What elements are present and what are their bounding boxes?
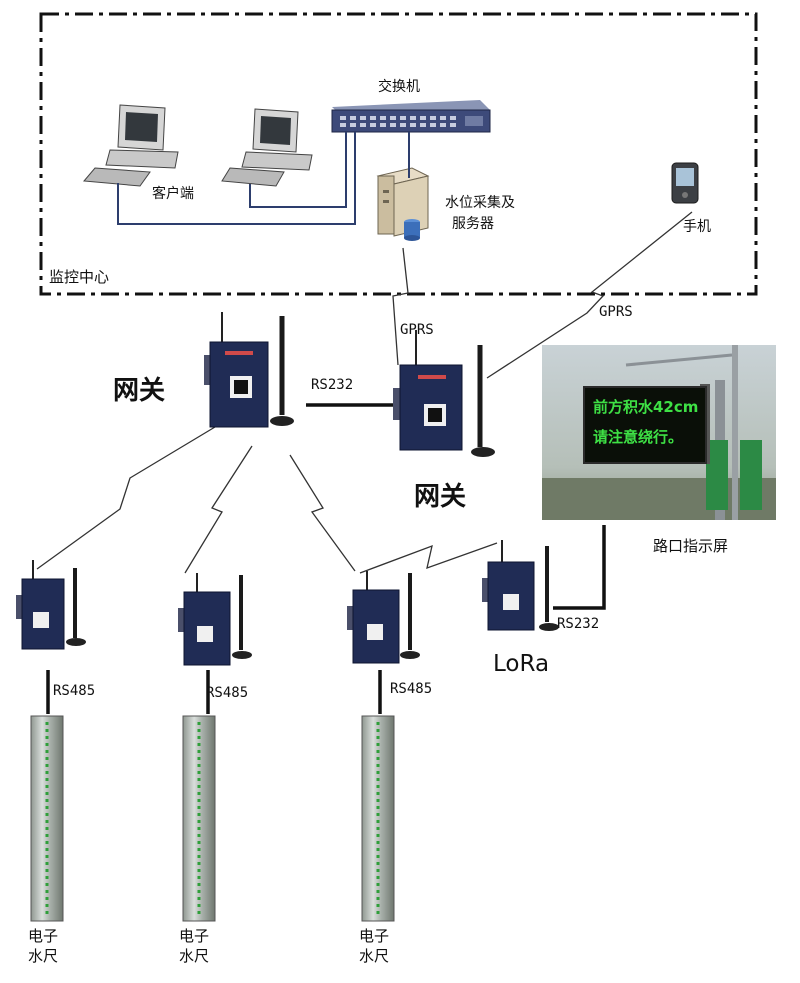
gateway-right-label: 网关 [414, 482, 467, 512]
electronic-water-gauge-icon [361, 715, 395, 922]
water-gauge-label-3: 电子 水尺 [359, 926, 389, 966]
water-gauge-label-2-line-1: 电子 [179, 927, 210, 945]
water-gauge-label-2: 电子 水尺 [179, 926, 209, 966]
client-computer-icon [221, 108, 313, 187]
water-gauge-label-1-line-1: 电子 [28, 927, 59, 945]
server-icon [376, 167, 430, 241]
monitoring-center-boundary [39, 12, 758, 296]
road-display-label: 路口指示屏 [653, 537, 729, 555]
water-gauge-label-2-line-2: 水尺 [179, 947, 210, 965]
server-label-line-1: 水位采集及 [445, 195, 515, 211]
wired-links [46, 403, 606, 714]
lora-label: LoRa [493, 651, 550, 677]
rs485-link-label-3: RS485 [390, 681, 433, 697]
water-gauge-label-1-line-2: 水尺 [28, 947, 59, 965]
water-gauge-label-3-line-2: 水尺 [359, 947, 390, 965]
rs232-gateway-link-label: RS232 [311, 377, 354, 393]
rs232-display-link-label: RS232 [557, 616, 600, 632]
lora-node-device-icon [178, 573, 252, 666]
rs485-link-label-1: RS485 [53, 683, 96, 699]
gateway-device-icon [204, 312, 294, 428]
rs485-link-label-2: RS485 [206, 685, 249, 701]
lora-node-device-icon [16, 560, 86, 650]
led-message-line-1: 前方积水42cm [593, 398, 699, 416]
electronic-water-gauge-icon [182, 715, 216, 922]
monitoring-center-label: 监控中心 [49, 268, 110, 286]
phone-icon [671, 162, 699, 204]
client-computer-icon [82, 104, 179, 187]
electronic-water-gauge-icon [30, 715, 64, 922]
switch-label: 交换机 [378, 79, 420, 95]
gprs-phone-link-label: GPRS [599, 304, 633, 320]
phone-label: 手机 [683, 219, 711, 235]
led-display-screen: 前方积水42cm 请注意绕行。 [583, 386, 707, 464]
switch-icon [331, 100, 491, 133]
lora-node-device-icon [482, 540, 559, 631]
gprs-server-link-label: GPRS [400, 322, 434, 338]
server-label-line-2: 服务器 [452, 216, 494, 232]
lora-node-device-icon [347, 571, 420, 664]
lan-cables [117, 132, 410, 225]
gateway-left-label: 网关 [113, 376, 166, 406]
water-gauge-label-3-line-1: 电子 [359, 927, 390, 945]
led-message-line-2: 请注意绕行。 [593, 428, 684, 446]
gateway-device-icon [393, 330, 495, 457]
water-gauge-label-1: 电子 水尺 [28, 926, 58, 966]
client-label: 客户端 [152, 186, 194, 202]
wireless-links [36, 211, 693, 574]
